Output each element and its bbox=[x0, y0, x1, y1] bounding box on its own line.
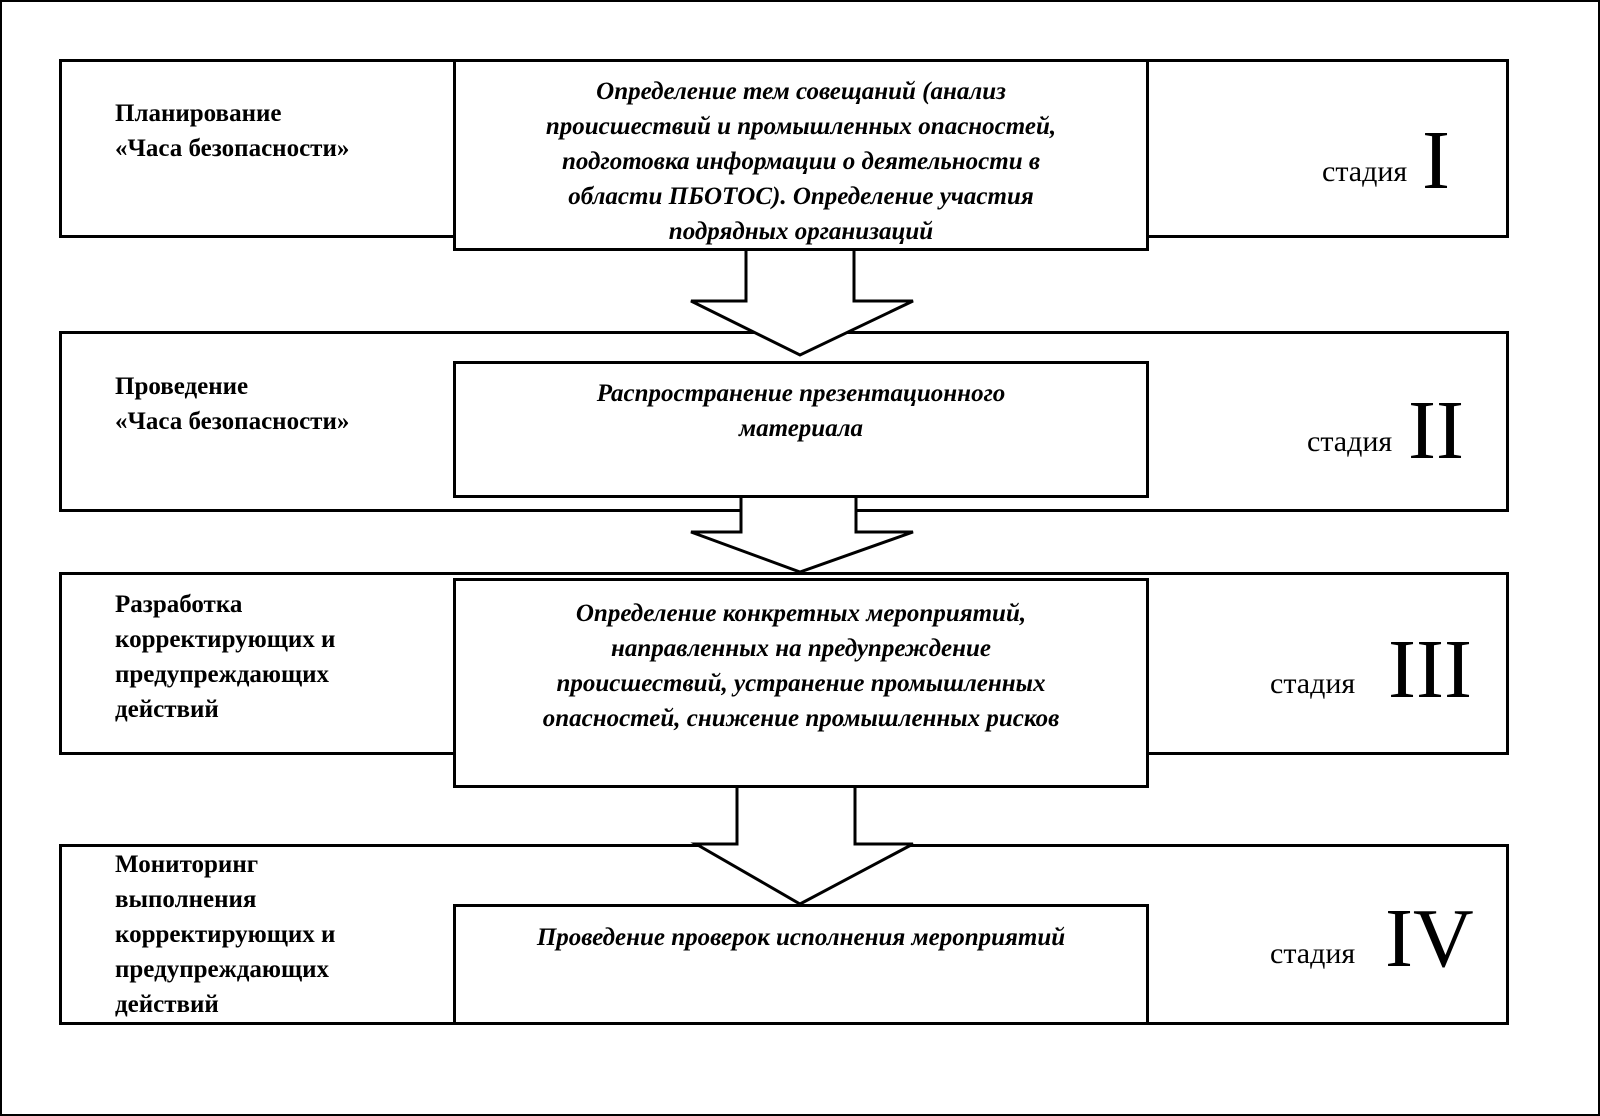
stage-2-number: II bbox=[1408, 384, 1464, 477]
stage-1-description-box bbox=[453, 59, 1149, 251]
stage-2-label: Проведение «Часа безопасности» bbox=[115, 373, 350, 435]
stage-1-word: стадия bbox=[1322, 155, 1408, 188]
stage-3-number: III bbox=[1388, 623, 1472, 716]
stage-1-description: Определение тем совещаний (анализ происш… bbox=[545, 78, 1057, 245]
stage-3-description: Определение конкретных мероприятий, напр… bbox=[542, 600, 1060, 732]
stage-2-description-box bbox=[453, 361, 1149, 498]
stage-1-label: Планирование «Часа безопасности» bbox=[115, 100, 350, 162]
stage-3-label: Разработка корректирующих и предупреждаю… bbox=[115, 591, 336, 723]
stage-3-word: стадия bbox=[1270, 667, 1356, 700]
stage-4-label: Мониторинг выполнения корректирующих и п… bbox=[115, 851, 336, 1018]
stage-4-description: Проведение проверок исполнения мероприят… bbox=[536, 924, 1066, 951]
stage-4-number: IV bbox=[1385, 892, 1474, 985]
stage-4-description-box bbox=[453, 904, 1149, 1025]
stage-4-word: стадия bbox=[1270, 937, 1356, 970]
stage-2-word: стадия bbox=[1307, 425, 1393, 458]
arrow-1-to-2 bbox=[690, 246, 914, 357]
stage-3-description-box bbox=[453, 578, 1149, 788]
arrow-3-to-4 bbox=[690, 783, 914, 906]
stage-2-description: Распространение презентационного материа… bbox=[596, 380, 1006, 442]
stage-1-number: I bbox=[1422, 114, 1450, 207]
arrow-2-to-3 bbox=[690, 494, 914, 574]
